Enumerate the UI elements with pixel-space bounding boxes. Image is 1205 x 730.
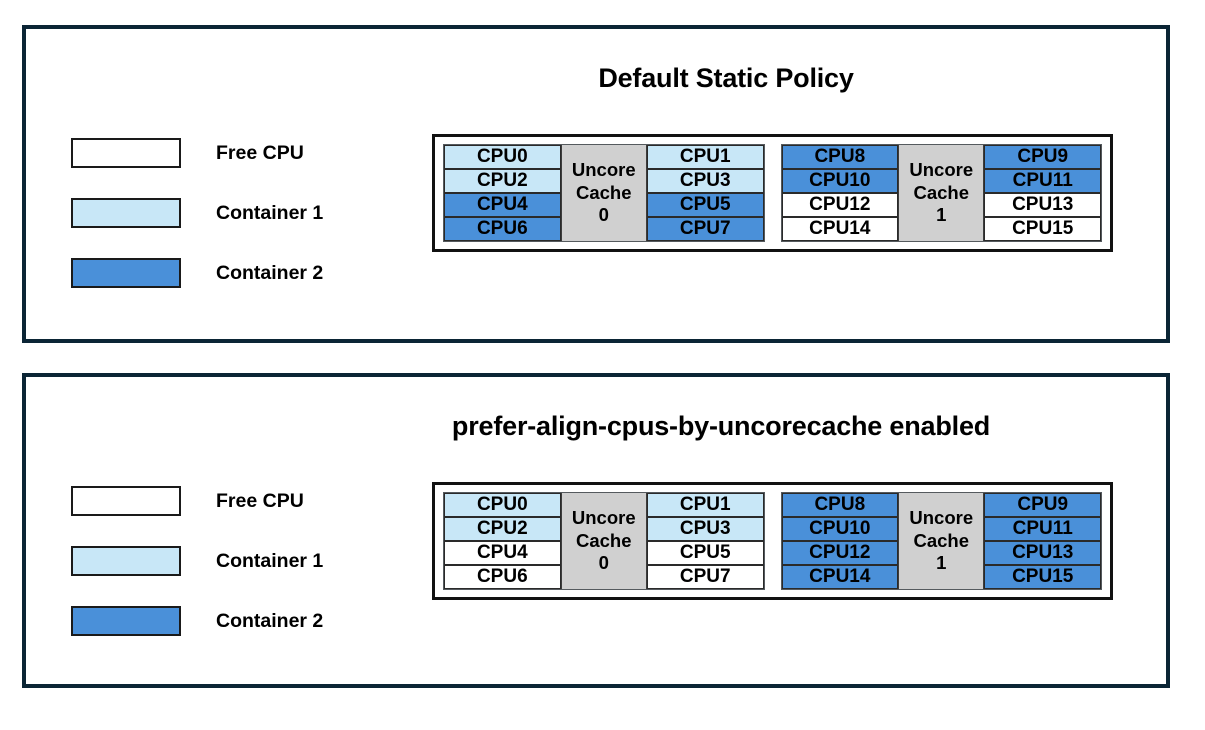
legend: Free CPU Container 1 Container 2: [71, 123, 323, 303]
cpu-topology-grid: CPU0 CPU2 CPU4 CPU6 Uncore Cache 0 CPU1 …: [432, 134, 1113, 252]
uncore-label-line-1: Uncore: [909, 159, 974, 181]
cpu-cell: CPU6: [444, 217, 561, 241]
uncore-label-line-3: 0: [598, 552, 609, 574]
legend-swatch-container-1: [71, 546, 181, 576]
uncore-label-line-3: 0: [598, 204, 609, 226]
cpu-cell: CPU9: [984, 145, 1101, 169]
cpu-cell: CPU5: [646, 541, 764, 565]
cpu-cell: CPU15: [984, 217, 1101, 241]
legend-label-container-1: Container 1: [216, 549, 324, 572]
legend-item-container-2: Container 2: [71, 591, 323, 651]
socket-uncore-cache-1: CPU8 CPU10 CPU12 CPU14 Uncore Cache 1 CP…: [780, 144, 1102, 242]
cpu-cell: CPU13: [984, 541, 1101, 565]
diagram-panel-prefer-align-enabled: prefer-align-cpus-by-uncorecache enabled…: [22, 373, 1170, 688]
cpu-cell: CPU0: [444, 493, 561, 517]
cpu-cell: CPU11: [984, 169, 1101, 193]
uncore-label-line-2: Cache: [575, 181, 632, 203]
cpu-cell: CPU9: [984, 493, 1101, 517]
cpu-cell: CPU14: [781, 217, 899, 241]
diagram-panel-default-static-policy: Default Static Policy Free CPU Container…: [22, 25, 1170, 343]
cpu-column-right: CPU1 CPU3 CPU5 CPU7: [646, 493, 764, 589]
cpu-column-left: CPU0 CPU2 CPU4 CPU6: [444, 145, 561, 241]
panel-title: Default Static Policy: [598, 63, 854, 93]
cpu-cell: CPU7: [646, 565, 764, 589]
legend-item-container-1: Container 1: [71, 531, 323, 591]
uncore-label-line-2: Cache: [913, 529, 970, 551]
cpu-cell: CPU14: [781, 565, 899, 589]
uncore-cache-block: Uncore Cache 0: [560, 145, 647, 241]
cpu-cell: CPU12: [781, 193, 899, 217]
uncore-label-line-1: Uncore: [909, 507, 974, 529]
uncore-label-line-3: 1: [936, 204, 947, 226]
cpu-column-left: CPU8 CPU10 CPU12 CPU14: [781, 145, 899, 241]
cpu-cell: CPU2: [444, 517, 561, 541]
cpu-cell: CPU4: [444, 193, 561, 217]
cpu-column-left: CPU0 CPU2 CPU4 CPU6: [444, 493, 561, 589]
uncore-label-line-1: Uncore: [571, 159, 636, 181]
legend: Free CPU Container 1 Container 2: [71, 471, 323, 651]
cpu-cell: CPU13: [984, 193, 1101, 217]
legend-swatch-free-cpu: [71, 138, 181, 168]
cpu-cell: CPU4: [444, 541, 561, 565]
cpu-cell: CPU3: [646, 169, 764, 193]
cpu-cell: CPU10: [781, 517, 899, 541]
legend-item-free-cpu: Free CPU: [71, 123, 323, 183]
cpu-column-right: CPU1 CPU3 CPU5 CPU7: [646, 145, 764, 241]
legend-item-container-2: Container 2: [71, 243, 323, 303]
cpu-cell: CPU1: [646, 145, 764, 169]
legend-swatch-container-1: [71, 198, 181, 228]
legend-swatch-container-2: [71, 258, 181, 288]
uncore-label-line-1: Uncore: [571, 507, 636, 529]
socket-uncore-cache-0: CPU0 CPU2 CPU4 CPU6 Uncore Cache 0 CPU1 …: [443, 492, 765, 590]
uncore-cache-block: Uncore Cache 0: [560, 493, 647, 589]
cpu-cell: CPU1: [646, 493, 764, 517]
cpu-cell: CPU10: [781, 169, 899, 193]
cpu-cell: CPU7: [646, 217, 764, 241]
cpu-cell: CPU11: [984, 517, 1101, 541]
legend-label-free-cpu: Free CPU: [216, 489, 304, 512]
uncore-cache-block: Uncore Cache 1: [898, 145, 985, 241]
legend-label-container-2: Container 2: [216, 261, 324, 284]
uncore-label-line-2: Cache: [575, 529, 632, 551]
legend-item-container-1: Container 1: [71, 183, 323, 243]
cpu-column-right: CPU9 CPU11 CPU13 CPU15: [984, 145, 1101, 241]
uncore-label-line-3: 1: [936, 552, 947, 574]
legend-item-free-cpu: Free CPU: [71, 471, 323, 531]
cpu-cell: CPU2: [444, 169, 561, 193]
panel-title: prefer-align-cpus-by-uncorecache enabled: [451, 411, 991, 441]
cpu-cell: CPU8: [781, 145, 899, 169]
cpu-cell: CPU12: [781, 541, 899, 565]
cpu-cell: CPU5: [646, 193, 764, 217]
cpu-column-left: CPU8 CPU10 CPU12 CPU14: [781, 493, 899, 589]
cpu-topology-grid: CPU0 CPU2 CPU4 CPU6 Uncore Cache 0 CPU1 …: [432, 482, 1113, 600]
cpu-cell: CPU8: [781, 493, 899, 517]
legend-label-container-1: Container 1: [216, 201, 324, 224]
socket-uncore-cache-0: CPU0 CPU2 CPU4 CPU6 Uncore Cache 0 CPU1 …: [443, 144, 765, 242]
cpu-cell: CPU15: [984, 565, 1101, 589]
uncore-label-line-2: Cache: [913, 181, 970, 203]
legend-swatch-container-2: [71, 606, 181, 636]
uncore-cache-block: Uncore Cache 1: [898, 493, 985, 589]
legend-swatch-free-cpu: [71, 486, 181, 516]
cpu-cell: CPU0: [444, 145, 561, 169]
cpu-column-right: CPU9 CPU11 CPU13 CPU15: [984, 493, 1101, 589]
socket-uncore-cache-1: CPU8 CPU10 CPU12 CPU14 Uncore Cache 1 CP…: [780, 492, 1102, 590]
cpu-cell: CPU3: [646, 517, 764, 541]
legend-label-container-2: Container 2: [216, 609, 324, 632]
legend-label-free-cpu: Free CPU: [216, 141, 304, 164]
cpu-cell: CPU6: [444, 565, 561, 589]
